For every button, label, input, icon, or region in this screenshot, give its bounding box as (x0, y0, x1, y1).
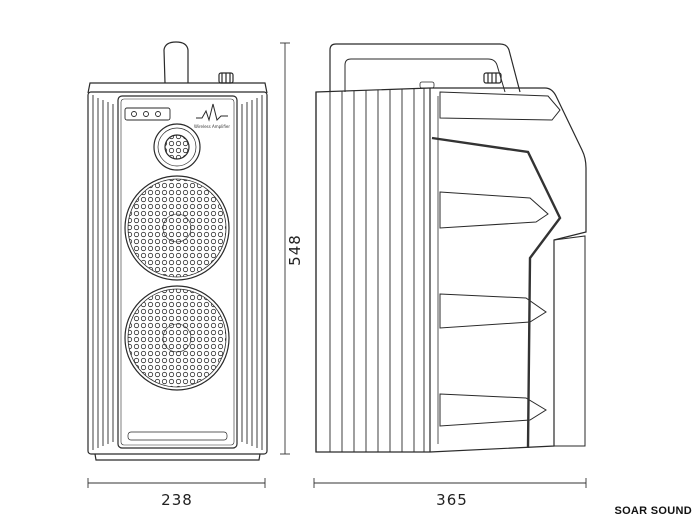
side-handle (329, 43, 521, 93)
front-top-cap (87, 82, 268, 94)
control-led-2 (143, 111, 149, 117)
front-body-outline (87, 91, 268, 455)
front-inner-panel (117, 95, 238, 449)
side-view (315, 43, 587, 453)
front-logo-caption: Wireless Amplifier (194, 124, 230, 129)
front-right-ribs (241, 95, 263, 450)
brand-logo: SOAR SOUND (614, 505, 692, 517)
front-control-strip (124, 107, 171, 121)
side-strap-line (431, 136, 562, 449)
side-fins (439, 91, 561, 427)
dimension-lines (87, 42, 587, 488)
front-woofer-bottom (124, 285, 230, 391)
front-antenna (163, 41, 189, 84)
side-ribs (329, 88, 425, 452)
front-volume-knob (218, 72, 234, 84)
control-led-3 (155, 111, 161, 117)
front-bottom-vent (127, 431, 228, 441)
front-view (87, 41, 268, 461)
depth-dimension-label: 365 (436, 491, 468, 509)
side-body-outline (315, 87, 587, 453)
side-knob (483, 72, 502, 84)
front-left-ribs (92, 95, 114, 450)
control-led-1 (131, 111, 137, 117)
height-dimension-label: 548 (286, 234, 304, 266)
front-tweeter (153, 123, 201, 171)
width-dimension-label: 238 (161, 491, 193, 509)
front-foot (94, 453, 261, 461)
front-woofer-top (124, 175, 230, 281)
front-logo-wave (196, 103, 228, 122)
